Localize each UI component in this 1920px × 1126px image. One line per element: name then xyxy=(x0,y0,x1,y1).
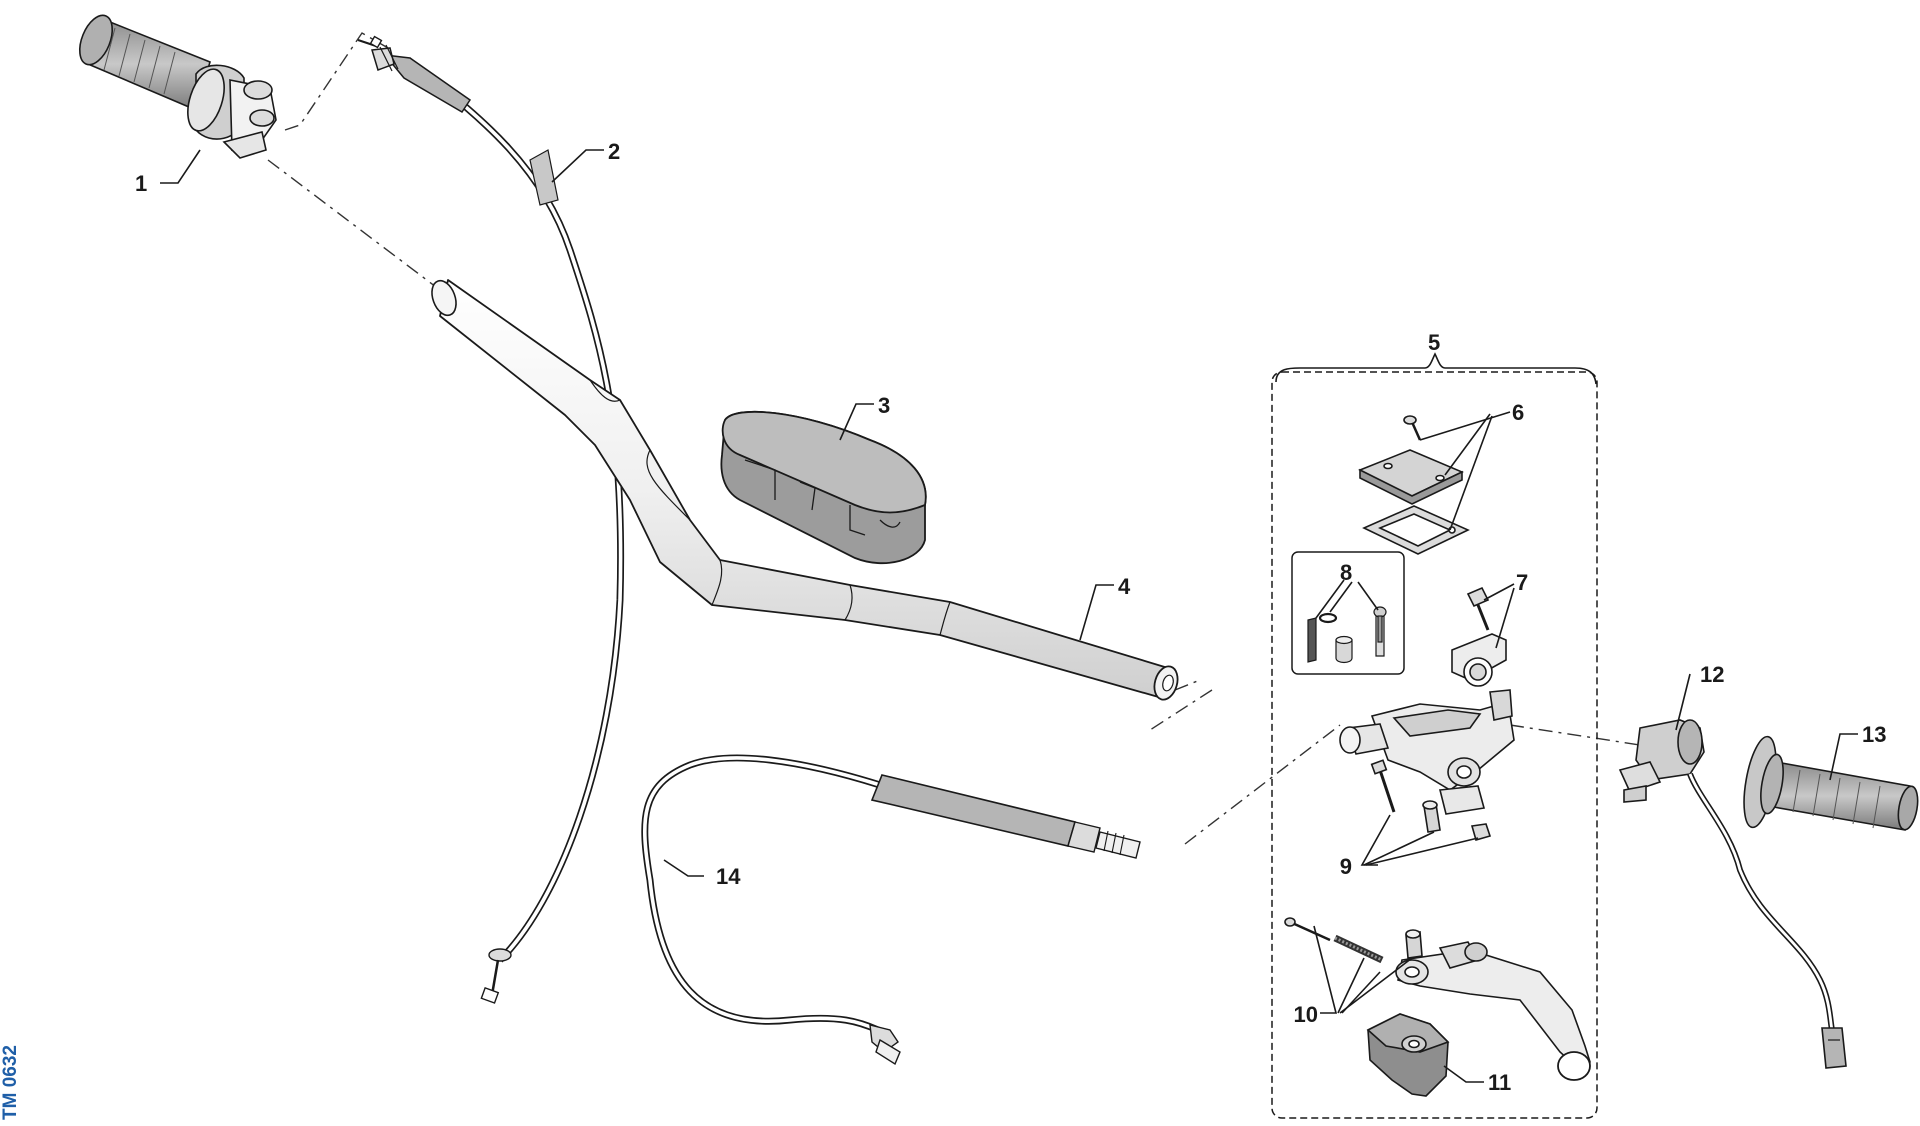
callout-12: 12 xyxy=(1700,662,1724,687)
callout-8: 8 xyxy=(1340,560,1352,585)
pivot-hardware-part-9 xyxy=(1370,759,1492,841)
lever-clamp-part-7 xyxy=(1451,586,1507,687)
clutch-cable-part-14 xyxy=(641,754,1141,1066)
callout-13: 13 xyxy=(1862,722,1886,747)
clutch-lever-part-10 xyxy=(1284,917,1591,1081)
left-grip-part-13 xyxy=(1743,735,1919,831)
leader-lines xyxy=(160,149,1858,1083)
reservoir-cap-part-6 xyxy=(1358,415,1470,555)
callout-7: 7 xyxy=(1516,570,1528,595)
assembly-group-box-part-5 xyxy=(1271,352,1598,1119)
handlebar-pad-part-3 xyxy=(720,410,927,565)
callout-3: 3 xyxy=(878,393,890,418)
callout-9: 9 xyxy=(1340,854,1352,879)
throttle-grip-part-1 xyxy=(78,14,277,159)
callout-10: 10 xyxy=(1294,1002,1318,1027)
clutch-master-cylinder xyxy=(1339,689,1515,815)
lever-guard-part-11 xyxy=(1366,1013,1450,1097)
callout-1: 1 xyxy=(135,171,147,196)
drawing-reference-code: TM 0632 xyxy=(0,1045,21,1120)
handlebar-part-4 xyxy=(431,279,1179,701)
callout-11: 11 xyxy=(1488,1070,1511,1095)
kill-switch-part-12 xyxy=(1618,719,1847,1069)
inset-box-part-8 xyxy=(1291,551,1405,675)
callout-4: 4 xyxy=(1118,574,1131,599)
callout-5: 5 xyxy=(1428,330,1440,355)
throttle-cable-part-2 xyxy=(357,35,625,1004)
callout-6: 6 xyxy=(1512,400,1524,425)
assembly-guide-lines xyxy=(267,32,1641,845)
callout-labels: 1 2 3 4 5 6 7 8 9 10 11 12 13 14 xyxy=(135,139,1886,1095)
callout-14: 14 xyxy=(716,864,741,889)
callout-2: 2 xyxy=(608,139,620,164)
